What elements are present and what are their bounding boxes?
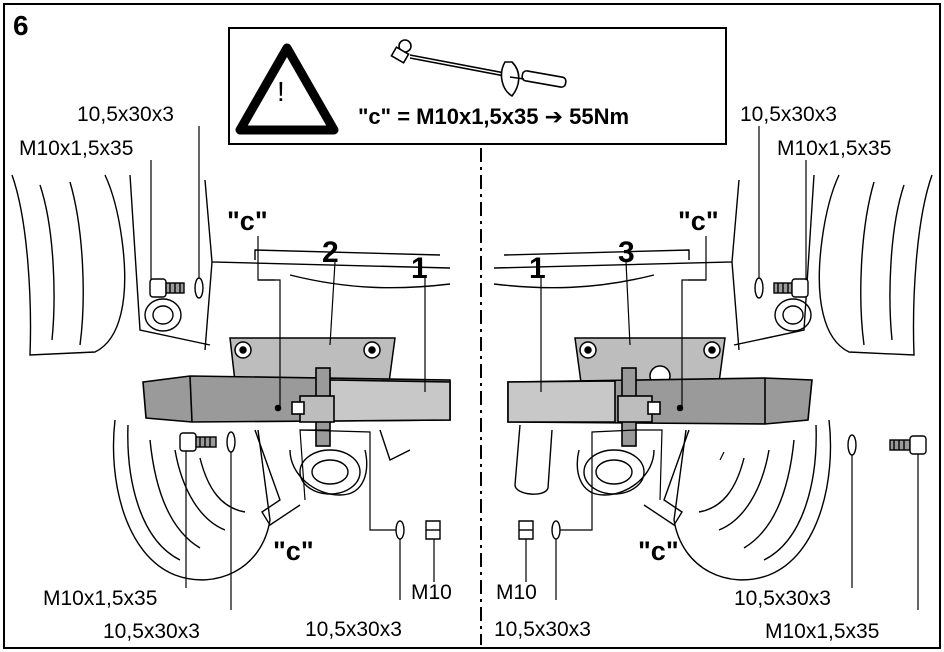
right-c-top-label: "c" <box>678 206 719 236</box>
right-nut <box>518 520 561 540</box>
left-tow-hook <box>291 367 335 447</box>
left-c-top-label: "c" <box>227 206 268 236</box>
warning-triangle-icon <box>235 43 339 135</box>
right-crossbeam <box>507 377 813 425</box>
left-bolt-lower-label: M10x1,5x35 <box>42 587 159 610</box>
step-number: 6 <box>13 10 29 41</box>
torque-spec: "c" = M10x1,5x35 ➔ 55Nm <box>358 104 630 129</box>
right-tow-hook <box>617 367 661 447</box>
right-washer-top-label: 10,5x30x3 <box>739 103 838 126</box>
warning-exclamation: ! <box>277 76 285 107</box>
left-washer-lower-label: 10,5x30x3 <box>102 620 201 643</box>
right-washer-nut-label: 10,5x30x3 <box>493 618 592 641</box>
figure-frame <box>3 3 941 649</box>
right-bolt-lower-label: M10x1,5x35 <box>764 620 881 643</box>
left-leader-lines <box>150 126 435 610</box>
right-nut-label: M10 <box>495 581 538 604</box>
right-part-1-label: 1 <box>529 252 546 285</box>
left-crossbeam <box>142 375 451 423</box>
left-washer-top-label: 10,5x30x3 <box>76 103 175 126</box>
left-part-1-label: 1 <box>411 252 428 285</box>
left-nut-label: M10 <box>410 581 453 604</box>
right-washer-lower-label: 10,5x30x3 <box>733 587 832 610</box>
left-nut <box>395 520 441 540</box>
left-c-bottom-label: "c" <box>273 536 314 566</box>
right-bolt-top-label: M10x1,5x35 <box>776 137 893 160</box>
left-top-bolt <box>149 277 204 299</box>
left-lower-bolt <box>179 431 236 453</box>
left-washer-nut-label: 10,5x30x3 <box>304 618 403 641</box>
right-part-3-label: 3 <box>618 236 635 269</box>
left-vehicle-body <box>11 174 451 581</box>
left-bolt-top-label: M10x1,5x35 <box>18 137 135 160</box>
right-leader-lines <box>525 126 919 610</box>
left-part-2-label: 2 <box>322 236 339 269</box>
right-lower-bolt <box>847 434 927 456</box>
right-vehicle-body <box>493 174 933 581</box>
right-c-bottom-label: "c" <box>638 536 679 566</box>
right-top-bolt <box>754 277 809 299</box>
torque-wrench-icon <box>390 39 567 98</box>
